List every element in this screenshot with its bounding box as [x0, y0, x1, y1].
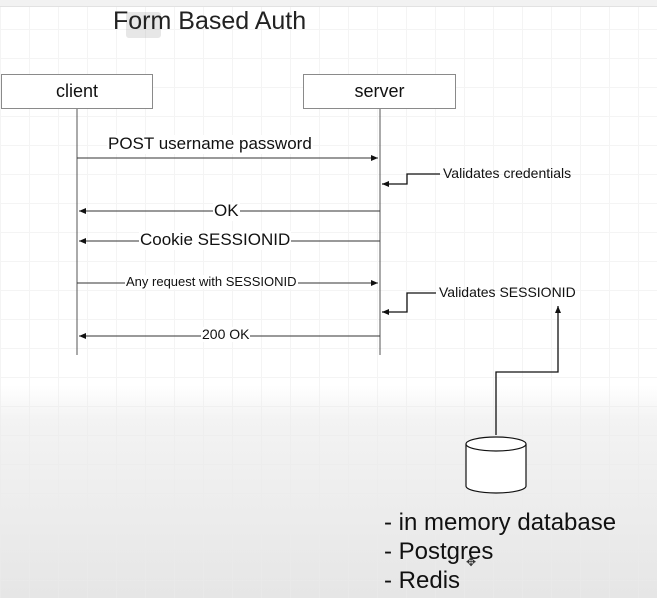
note-validates-credentials: Validates credentials: [443, 165, 572, 181]
actor-server-label: server: [354, 81, 405, 101]
text-cursor-highlight: [126, 12, 161, 38]
move-cursor-icon: ✥: [466, 555, 477, 569]
actor-client-box[interactable]: client: [1, 74, 153, 109]
browser-url-strip: [0, 0, 657, 7]
database-option-redis: - Redis: [384, 567, 461, 594]
database-option-postgres: - Postgres: [384, 538, 494, 565]
message-label-cookie: Cookie SESSIONID: [139, 230, 292, 250]
database-cylinder-icon: [465, 436, 527, 494]
message-label-any-request: Any request with SESSIONID: [125, 274, 298, 290]
note-connector-credentials: [382, 173, 440, 187]
diagram-title: Form Based Auth: [113, 7, 307, 35]
message-label-ok: OK: [213, 201, 240, 221]
message-label-post: POST username password: [107, 134, 313, 154]
database-options-list: - in memory database - Postgres - Redis: [384, 508, 616, 595]
message-label-200-ok: 200 OK: [201, 326, 251, 343]
note-validates-sessionid: Validates SESSIONID: [439, 284, 576, 300]
actor-client-label: client: [55, 81, 99, 101]
database-option-in-memory: - in memory database: [384, 509, 617, 536]
database-connector: [495, 306, 561, 435]
actor-server-box[interactable]: server: [303, 74, 456, 109]
note-connector-sessionid: [382, 292, 436, 315]
